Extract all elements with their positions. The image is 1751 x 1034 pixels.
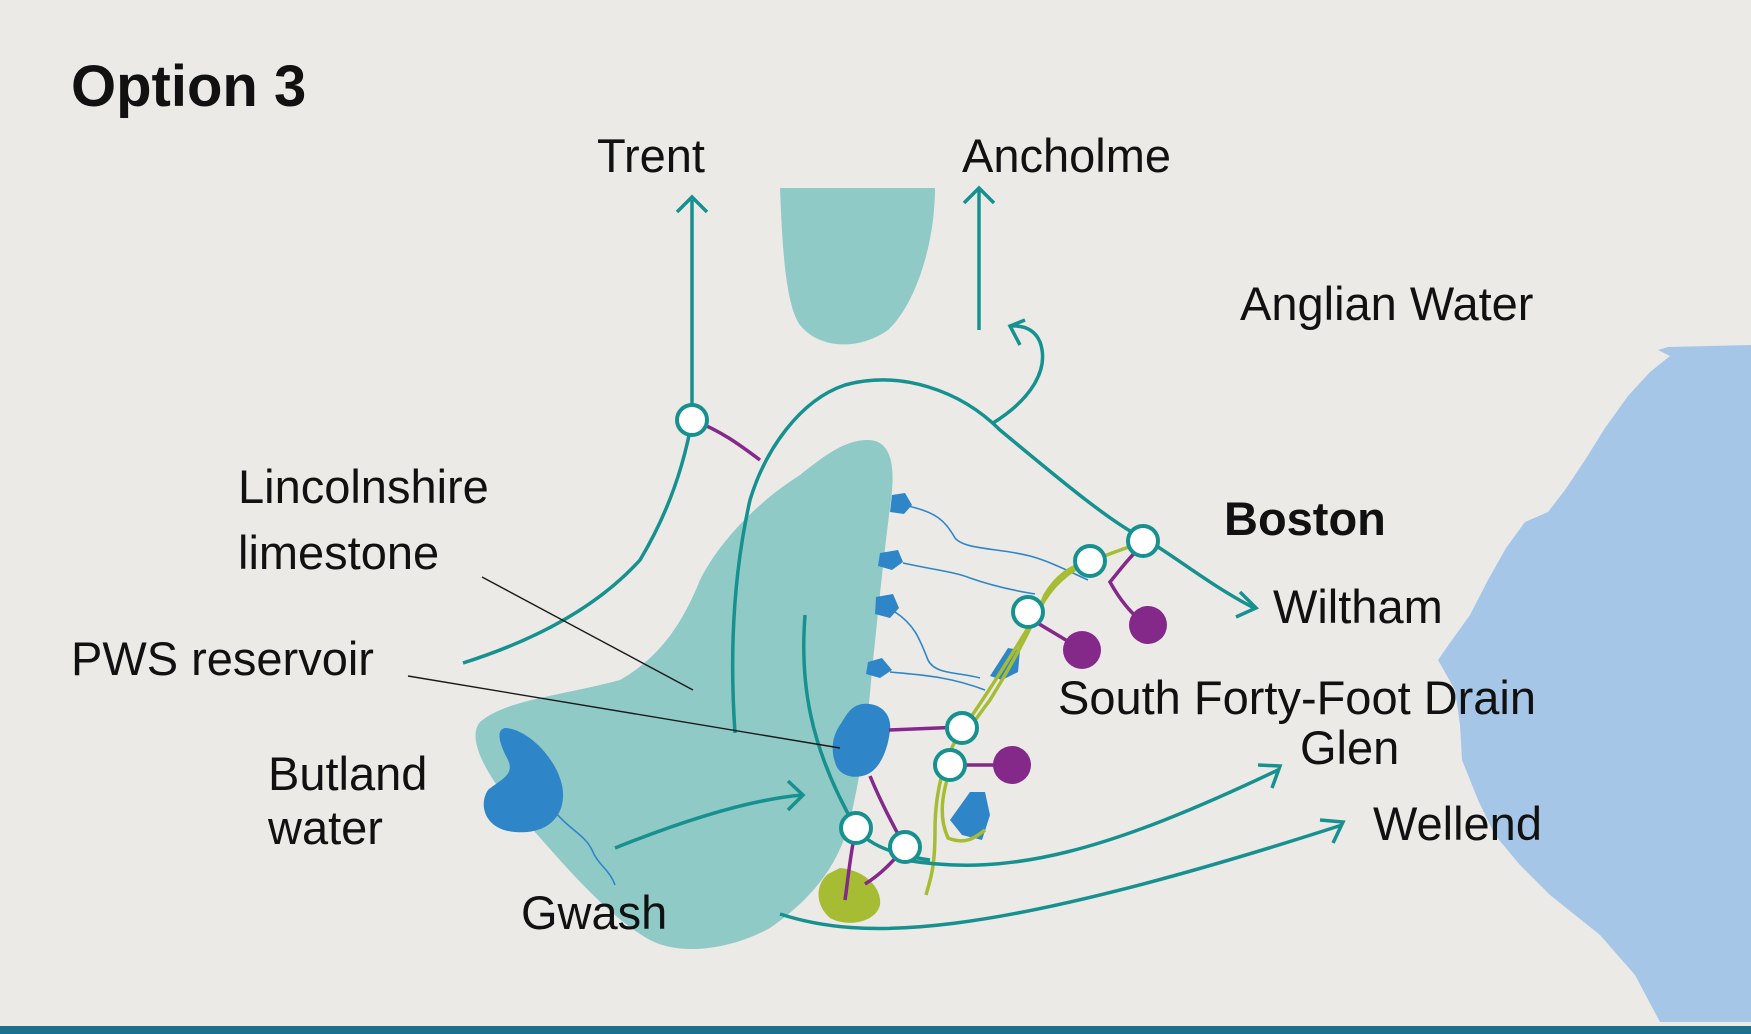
- teal-lines: [462, 185, 1346, 931]
- label-south-forty-foot-drain: South Forty-Foot Drain: [1058, 671, 1536, 724]
- label-anglian-water: Anglian Water: [1240, 277, 1533, 330]
- label-butland-line2: water: [267, 801, 383, 854]
- sea-area: [1438, 345, 1751, 1022]
- label-witham: Wiltham: [1273, 580, 1443, 633]
- leader-lines: [407, 576, 841, 749]
- label-pws-reservoir: PWS reservoir: [71, 632, 374, 685]
- wellfield-2: [878, 550, 903, 570]
- butland-water-reservoir: [483, 728, 564, 833]
- diagram-title: Option 3: [71, 54, 306, 119]
- limestone-aquifer: [475, 440, 893, 950]
- wellfield-1: [890, 493, 912, 514]
- label-wellend: Wellend: [1373, 797, 1542, 850]
- bottom-bar: [0, 1026, 1751, 1034]
- label-trent: Trent: [597, 129, 705, 182]
- limestone-north-lobe: [780, 188, 935, 345]
- label-glen: Glen: [1300, 721, 1399, 774]
- label-ancholme: Ancholme: [962, 129, 1171, 182]
- pws-reservoir: [832, 703, 891, 777]
- label-butland-line1: Butland: [268, 747, 427, 800]
- label-boston: Boston: [1224, 492, 1386, 545]
- label-lincolnshire-line1: Lincolnshire: [238, 460, 489, 513]
- label-lincolnshire-line2: limestone: [238, 526, 439, 579]
- streams: [554, 505, 1089, 886]
- abstraction-point-2: [1063, 631, 1101, 669]
- abstraction-point-1: [1129, 606, 1167, 644]
- wellfield-4: [866, 658, 892, 678]
- label-gwash: Gwash: [521, 886, 667, 939]
- lime-reservoir: [818, 868, 881, 923]
- wellfield-6: [950, 792, 990, 840]
- abstraction-point-3: [993, 746, 1031, 784]
- wellfield-3: [875, 594, 899, 618]
- junction-nodes: [675, 403, 1160, 864]
